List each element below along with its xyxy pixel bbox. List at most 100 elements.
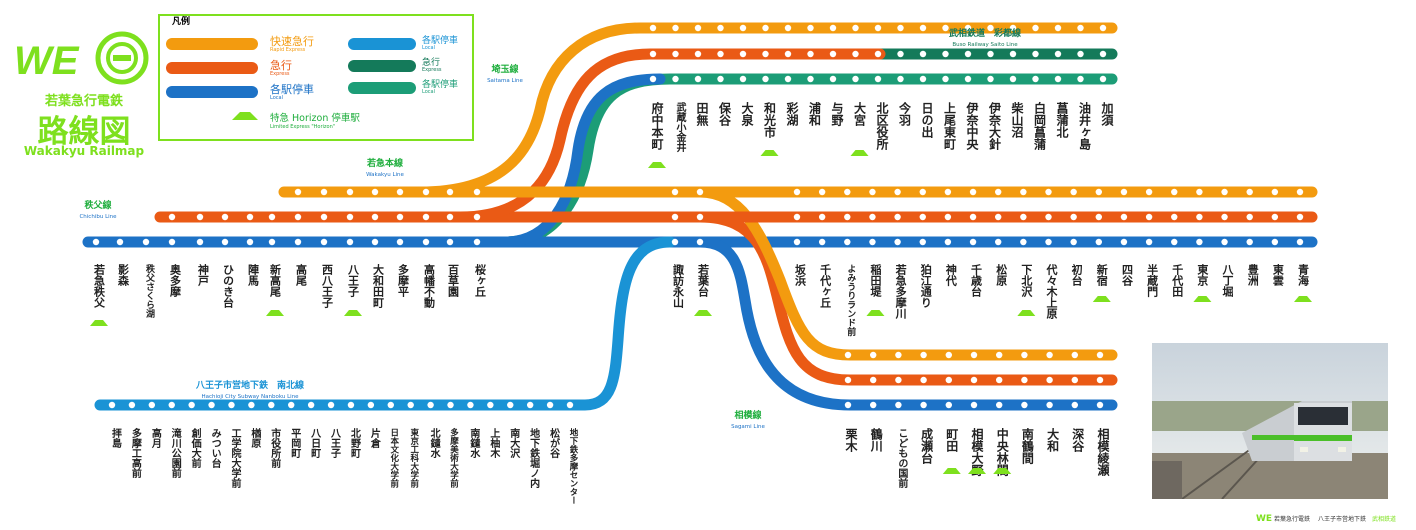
- station-label[interactable]: 東京: [1196, 263, 1209, 287]
- station-label[interactable]: 大宮: [853, 101, 867, 126]
- station-label[interactable]: 千歳台: [970, 263, 983, 298]
- station-label[interactable]: 市役所前: [269, 427, 281, 469]
- saitama-dot-local: [964, 75, 972, 83]
- station-label[interactable]: こどもの国前: [896, 428, 908, 489]
- station-label[interactable]: 大泉: [740, 101, 754, 127]
- station-label[interactable]: 四谷: [1120, 264, 1133, 287]
- station-label[interactable]: 千代ヶ丘: [819, 263, 833, 308]
- station-label[interactable]: 八王子: [329, 428, 342, 459]
- station-label[interactable]: 八丁堀: [1221, 264, 1235, 298]
- station-label[interactable]: 大和: [1046, 427, 1060, 453]
- station-label[interactable]: 片倉: [368, 427, 381, 449]
- station-label[interactable]: 白岡菖蒲: [1033, 101, 1047, 151]
- station-label[interactable]: 武蔵小金井: [674, 101, 687, 153]
- station-label[interactable]: 成瀬台: [920, 427, 934, 465]
- station-label[interactable]: 高幡不動: [423, 263, 436, 309]
- honsen-dot-local: [1296, 238, 1304, 246]
- station-label[interactable]: 楢原: [249, 427, 261, 449]
- station-label[interactable]: 陣馬: [247, 263, 260, 287]
- station-label[interactable]: 伊奈大針: [988, 101, 1002, 151]
- station-label[interactable]: 多摩平: [397, 263, 410, 298]
- station-label[interactable]: 今羽: [898, 101, 912, 127]
- station-label[interactable]: 日本文化大学前: [389, 428, 399, 488]
- station-label[interactable]: よみうりランド前: [845, 264, 856, 337]
- station-label[interactable]: 深谷: [1071, 427, 1085, 453]
- station-label[interactable]: 伊奈中央: [965, 101, 979, 151]
- station-label[interactable]: 北野町: [348, 427, 360, 459]
- station-label[interactable]: 半蔵門: [1146, 263, 1159, 298]
- station-label[interactable]: 八王子: [347, 264, 361, 298]
- station-label[interactable]: 平岡町: [289, 428, 301, 459]
- station-label[interactable]: 相模大野: [970, 427, 984, 477]
- station-label[interactable]: 地下鉄多摩センター: [568, 427, 579, 504]
- station-label[interactable]: 若葉台: [697, 263, 711, 298]
- station-label[interactable]: 高尾: [295, 263, 309, 287]
- station-label[interactable]: 奥多摩: [169, 263, 183, 298]
- station-label[interactable]: 鶴川: [869, 427, 883, 452]
- station-label[interactable]: ひのき台: [222, 264, 235, 309]
- station-label[interactable]: 地下鉄堀ノ内: [528, 427, 540, 489]
- station-label[interactable]: 新宿: [1095, 263, 1108, 287]
- station-label[interactable]: 坂浜: [794, 263, 807, 287]
- saitama-dot-express: [874, 50, 882, 58]
- station-label[interactable]: 上柚木: [488, 427, 501, 459]
- station-label[interactable]: 若急秩父: [93, 263, 107, 309]
- station-label[interactable]: 千代田: [1171, 263, 1185, 298]
- station-label[interactable]: 高月: [149, 427, 162, 449]
- station-label[interactable]: 滝川公園前: [169, 427, 182, 479]
- station-label[interactable]: 創価大前: [189, 427, 202, 469]
- station-label[interactable]: 松原: [995, 263, 1008, 287]
- station-label[interactable]: 下北沢: [1020, 264, 1033, 298]
- station-label[interactable]: 青海: [1297, 263, 1310, 287]
- station-label[interactable]: 日の出: [920, 102, 934, 139]
- station-label[interactable]: 西八王子: [321, 264, 335, 309]
- station-label[interactable]: みつい台: [209, 428, 221, 469]
- station-label[interactable]: 加須: [1100, 101, 1114, 127]
- station-label[interactable]: 影森: [117, 263, 130, 287]
- station-label[interactable]: 東雲: [1271, 263, 1284, 287]
- station-label[interactable]: 豊洲: [1246, 263, 1259, 287]
- station-label[interactable]: 諏訪永山: [672, 263, 686, 309]
- station-label[interactable]: 大和田町: [372, 263, 385, 309]
- station-label[interactable]: 与野: [830, 102, 844, 127]
- station-label[interactable]: 秩父さくら湖: [144, 263, 156, 319]
- station-label[interactable]: 代々木上原: [1045, 263, 1059, 320]
- station-label[interactable]: 中央林間: [995, 427, 1009, 477]
- station-label[interactable]: 上尾東町: [943, 101, 957, 151]
- station-label[interactable]: 北区役所: [875, 101, 889, 151]
- station-label[interactable]: 拝島: [110, 427, 122, 449]
- station-label[interactable]: 工学院大学前: [229, 428, 241, 489]
- station-label[interactable]: 府中本町: [650, 101, 664, 151]
- station-label[interactable]: 桜ヶ丘: [474, 263, 487, 297]
- station-label[interactable]: 田無: [695, 102, 709, 127]
- station-label[interactable]: 相模綾瀬: [1096, 427, 1110, 477]
- station-label[interactable]: 新高尾: [269, 263, 283, 298]
- station-label[interactable]: 和光市: [763, 101, 777, 139]
- station-label[interactable]: 狛江通り: [919, 263, 933, 308]
- station-label[interactable]: 多摩工高前: [129, 427, 141, 479]
- station-label[interactable]: 松が谷: [548, 427, 560, 459]
- station-label[interactable]: 稲田堤: [869, 263, 882, 298]
- station-label[interactable]: 神戸: [197, 263, 210, 287]
- station-label[interactable]: 東京工科大学前: [409, 427, 419, 488]
- station-label[interactable]: 北鑓水: [428, 427, 441, 459]
- station-label[interactable]: 南鑓水: [468, 427, 481, 459]
- station-label[interactable]: 南鶴間: [1020, 427, 1034, 465]
- station-label[interactable]: 柴山沼: [1010, 101, 1024, 139]
- station-label[interactable]: 菖蒲北: [1055, 101, 1069, 139]
- station-label[interactable]: 若急多摩川: [894, 263, 908, 319]
- station-label[interactable]: 町田: [945, 428, 959, 453]
- station-label[interactable]: 神代: [944, 263, 958, 287]
- station-label[interactable]: 油井ヶ島: [1078, 101, 1092, 151]
- station-label[interactable]: 初台: [1070, 263, 1083, 287]
- station-label[interactable]: 保谷: [718, 101, 732, 127]
- honsen-dot-local: [944, 238, 952, 246]
- station-label[interactable]: 百草園: [447, 264, 460, 298]
- station-label[interactable]: 浦和: [808, 101, 822, 127]
- station-label[interactable]: 南大沢: [508, 427, 520, 459]
- station-label[interactable]: 八日町: [309, 428, 322, 459]
- station-label[interactable]: 多摩美術大学前: [449, 427, 460, 488]
- nanboku-dot: [546, 401, 554, 409]
- station-label[interactable]: 彩湖: [785, 101, 799, 127]
- station-label[interactable]: 栗木: [844, 428, 858, 453]
